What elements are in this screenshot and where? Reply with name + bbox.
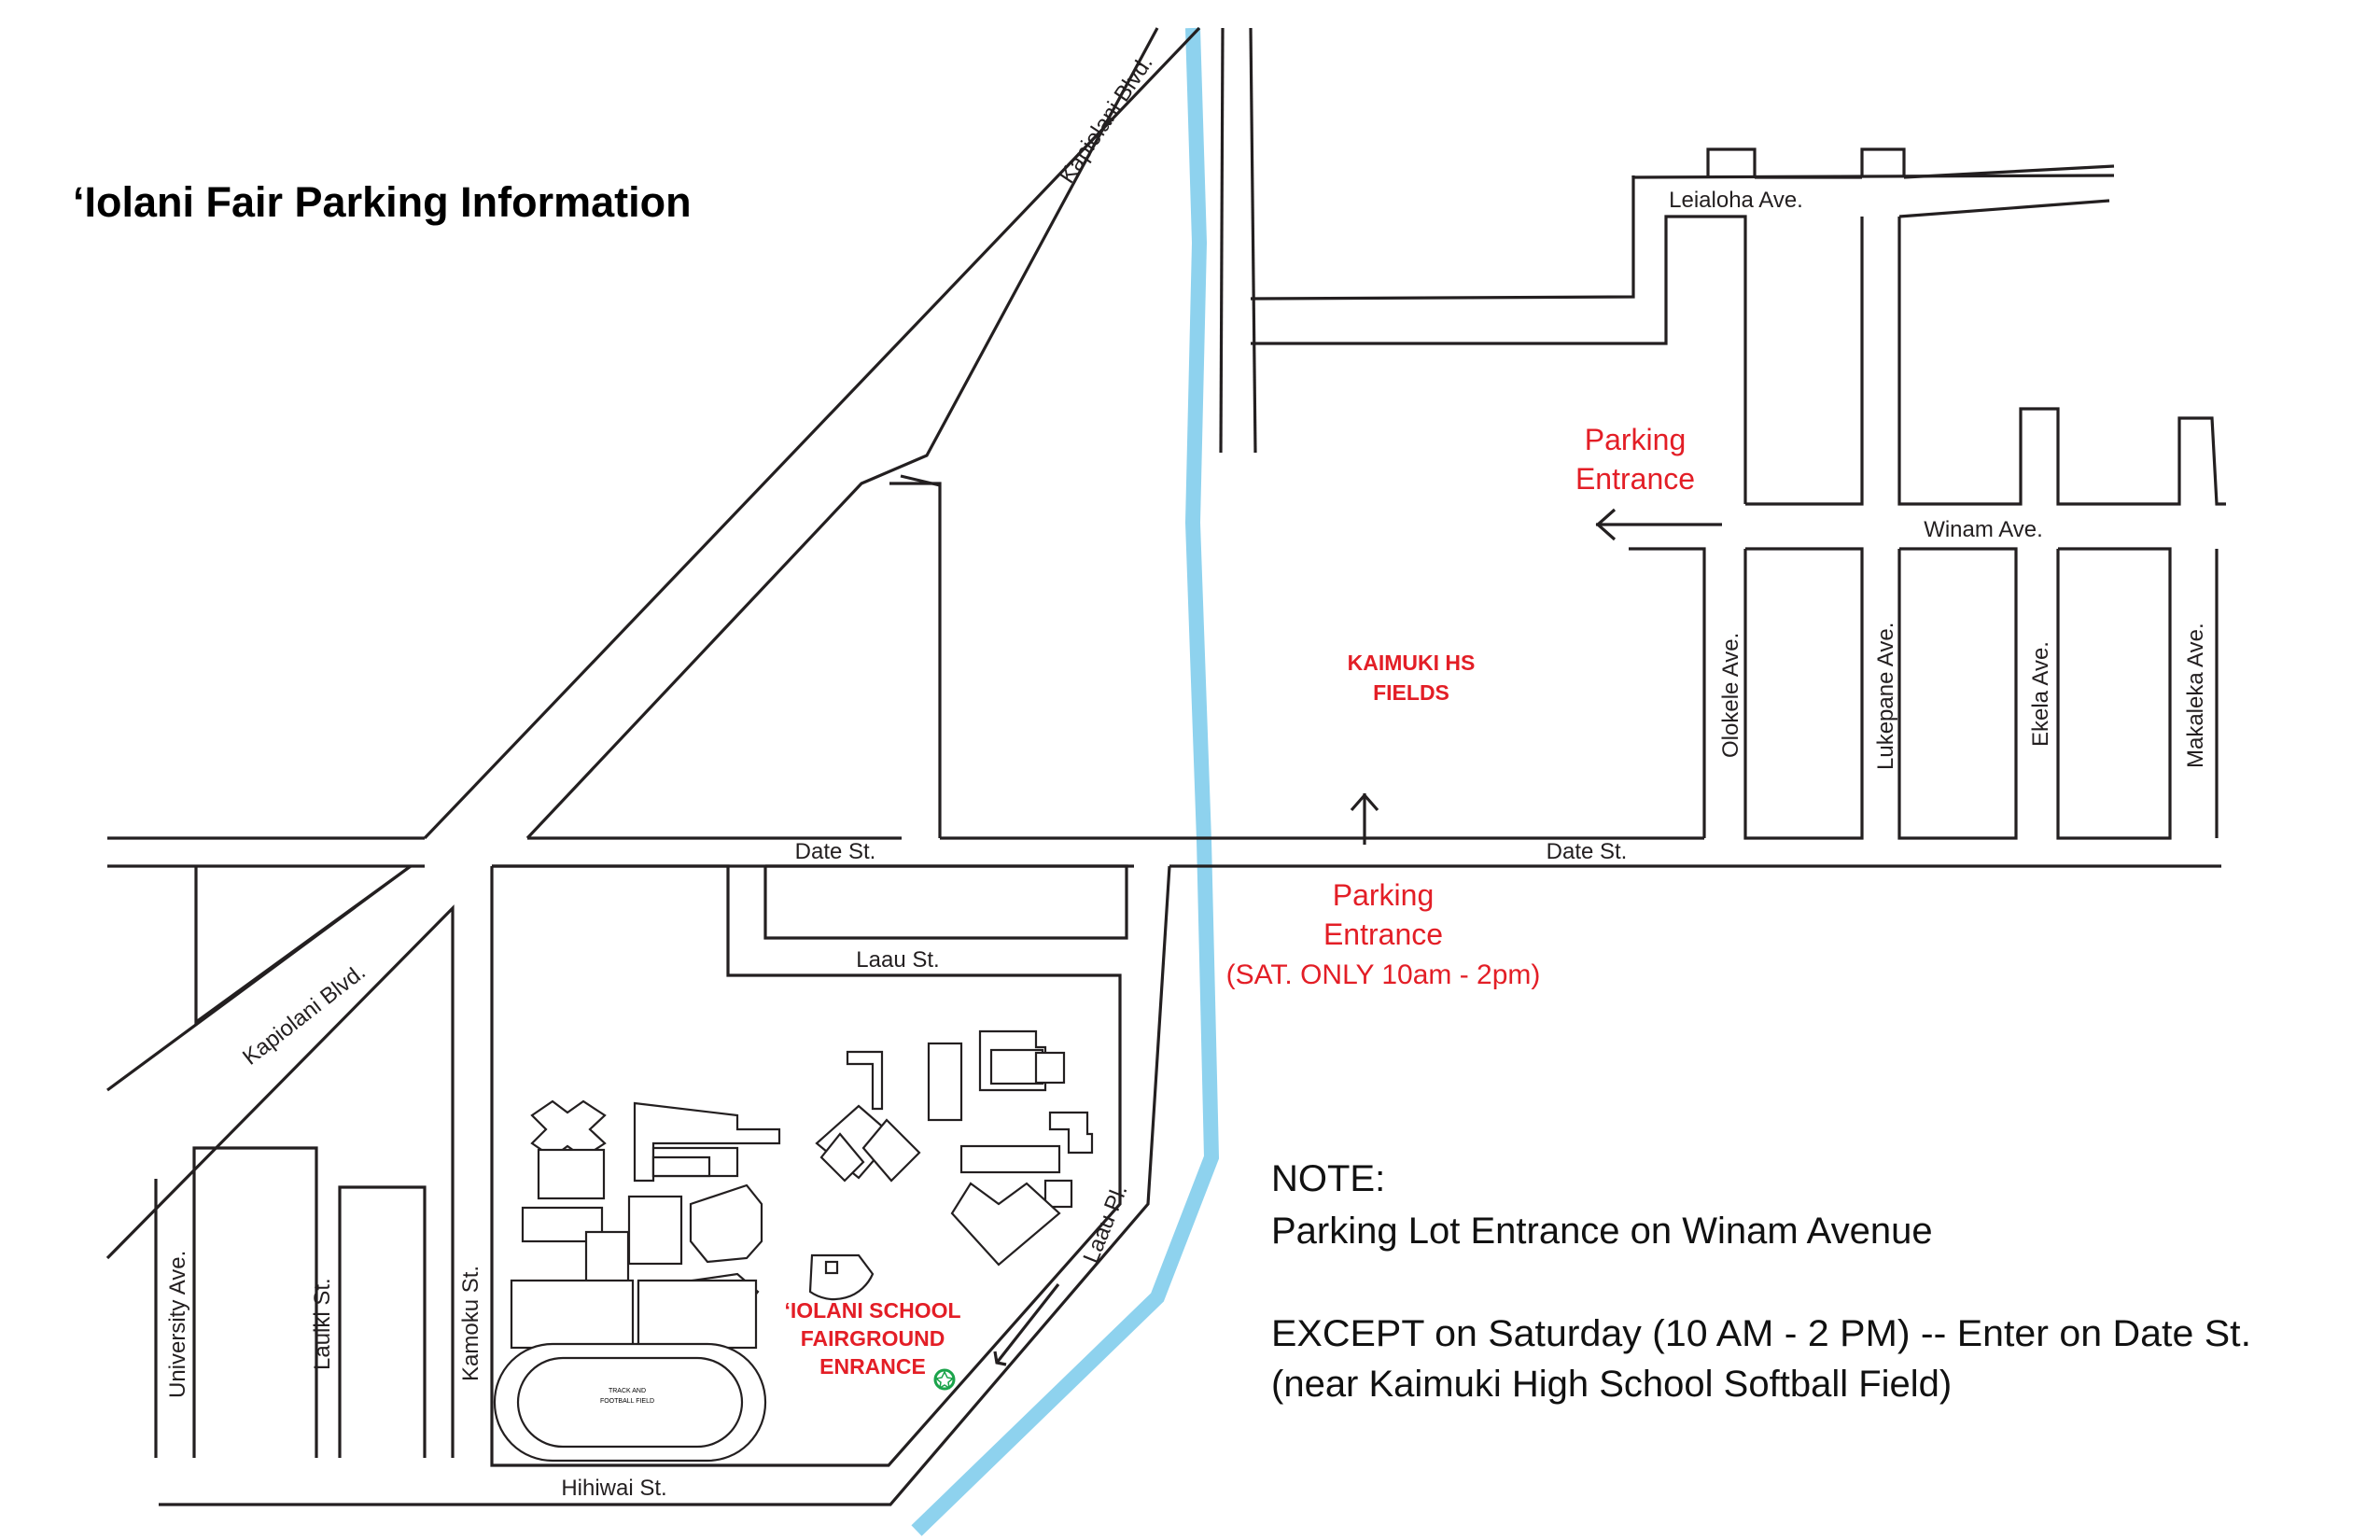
note-line-3: (near Kaimuki High School Softball Field… (1271, 1364, 1952, 1405)
parking-entrance-date-line1: Parking (1333, 878, 1435, 912)
arrow-left-icon (1595, 508, 1722, 541)
page-title: ‘Iolani Fair Parking Information (73, 178, 692, 226)
kaimuki-fields-line1: KAIMUKI HS (1348, 651, 1476, 675)
star-icon (933, 1368, 956, 1391)
note-line-1: Parking Lot Entrance on Winam Avenue (1271, 1211, 1933, 1252)
fairground-entrance-line2: FAIRGROUND (801, 1326, 945, 1351)
street-label-date-east: Date St. (1547, 839, 1628, 864)
arrow-up-icon (1350, 792, 1379, 845)
street-label-laau-pl: Laau Pl. (1079, 1181, 1133, 1267)
fairground-entrance-line3: ENRANCE (819, 1354, 926, 1379)
street-label-olokele: Olokele Ave. (1718, 633, 1743, 758)
parking-entrance-date-line2: Entrance (1323, 917, 1443, 951)
street-label-leialoha: Leialoha Ave. (1669, 188, 1803, 213)
school-buildings: TRACK AND FOOTBALL FIELD (493, 1029, 1094, 1463)
street-label-ekela: Ekela Ave. (2028, 641, 2053, 747)
street-label-university: University Ave. (165, 1251, 190, 1398)
road-network (105, 26, 2226, 1506)
street-label-date-west: Date St. (795, 839, 876, 864)
parking-entrance-date-hours: (SAT. ONLY 10am - 2pm) (1226, 959, 1541, 990)
note-line-2: EXCEPT on Saturday (10 AM - 2 PM) -- Ent… (1271, 1313, 2251, 1354)
note-heading: NOTE: (1271, 1158, 1385, 1199)
stream (911, 27, 1220, 1536)
street-label-hihiwai: Hihiwai St. (561, 1476, 666, 1501)
kaimuki-fields-line2: FIELDS (1373, 680, 1449, 705)
street-label-kapiolani-upper: Kapiolani Blvd. (1055, 51, 1158, 189)
fairground-entrance-line1: ‘IOLANI SCHOOL (784, 1298, 960, 1323)
parking-entrance-winam-line1: Parking (1585, 423, 1687, 456)
street-label-kamoku: Kamoku St. (458, 1266, 483, 1381)
track-label-2: FOOTBALL FIELD (600, 1398, 654, 1405)
street-label-lauiki: Lauiki St. (310, 1278, 335, 1370)
parking-entrance-winam-line2: Entrance (1575, 462, 1695, 496)
street-label-winam: Winam Ave. (1924, 517, 2043, 542)
street-label-makaleka: Makaleka Ave. (2183, 623, 2208, 768)
track-label-1: TRACK AND (609, 1388, 646, 1394)
arrow-down-left-icon (993, 1283, 1060, 1366)
street-label-lukepane: Lukepane Ave. (1873, 623, 1898, 770)
street-label-laau-st: Laau St. (856, 947, 939, 973)
